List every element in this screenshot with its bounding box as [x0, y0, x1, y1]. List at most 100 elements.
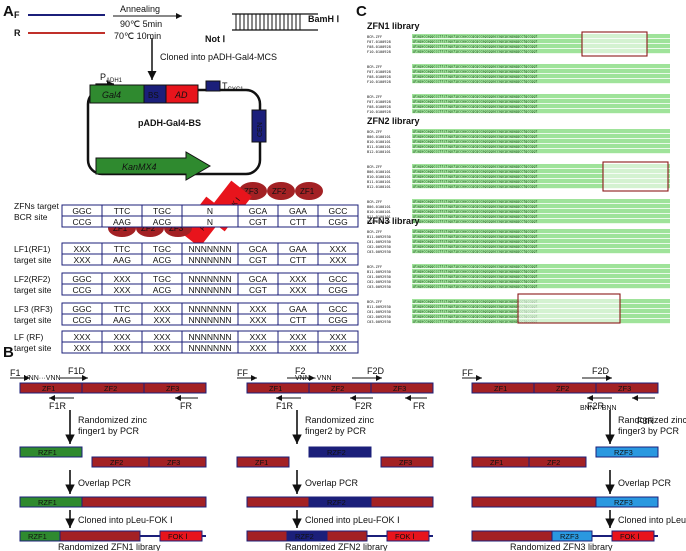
seq-cell: GGC [72, 304, 91, 314]
svg-text:FR: FR [413, 401, 425, 411]
library-caption: Randomized ZFN2 library [285, 542, 388, 551]
seq-id: B10-0100101 [367, 175, 391, 179]
library-caption: Randomized ZFN1 library [58, 542, 161, 551]
library-title: ZFN2 library [367, 116, 420, 126]
aligned-seq [412, 209, 670, 214]
aligned-seq [412, 214, 670, 219]
aligned-seq [412, 199, 670, 204]
ad-label: AD [174, 90, 188, 100]
seq-cell: CCG [73, 285, 92, 295]
variable-region-box [602, 161, 669, 192]
seq-text: gtagaccaggcccttctagctgccaacccgcgccagcgga… [413, 265, 538, 269]
seq-cell: XXX [289, 343, 306, 353]
seq-cell: GAA [289, 304, 307, 314]
aligned-seq [412, 94, 670, 99]
seq-id: B10-0100101 [367, 210, 391, 214]
aligned-seq [412, 129, 670, 134]
seq-cell: CTT [290, 217, 307, 227]
zfn-protein-top: ZF3 ZF2 ZF1 [239, 182, 323, 200]
seq-id: B12-0100101 [367, 220, 391, 224]
seq-cell: TTC [114, 244, 131, 254]
seq-cell: TGC [153, 244, 171, 254]
seq-text: gtagaccaggcccttctagctgccaacccgcgccagcgga… [413, 270, 538, 274]
seq-id: BCR-ZFF [367, 65, 382, 69]
panel-a-label: A [3, 3, 14, 20]
seq-cell: XXX [73, 332, 90, 342]
aligned-seq [412, 134, 670, 139]
seq-id: B11-0092930 [367, 235, 391, 239]
tcyc-box [205, 80, 221, 92]
svg-text:ZF2: ZF2 [110, 458, 123, 467]
target-site-grid: GGCCCGTTCAAGTGCACGNNGCACGTGAACTTGCCCGGLF… [14, 204, 359, 354]
seq-cell: XXX [329, 255, 346, 265]
seq-cell: TGC [153, 206, 171, 216]
svg-text:ZF2: ZF2 [141, 224, 156, 233]
aligned-seq [412, 109, 670, 114]
svg-text:F2D: F2D [367, 366, 385, 376]
ad-box [165, 84, 199, 104]
svg-text:ZF1: ZF1 [494, 384, 507, 393]
aligned-seq [412, 69, 670, 74]
lf-target-row: XXXXXXTTCAAGTGCACGNNNNNNNNNNNNNNGCACGTGA… [61, 242, 359, 266]
aligned-seq [412, 79, 670, 84]
cond2: 70℃ 10min [114, 31, 161, 41]
seq-text: gtagaccaggcccttctagctgccaacccgcgccagcgga… [413, 245, 538, 249]
seq-id: B11-0100101 [367, 180, 391, 184]
svg-text:ZF3: ZF3 [169, 224, 184, 233]
fok-box [611, 530, 655, 542]
panel-b-label: B [3, 344, 14, 361]
seq-text: gtagaccaggcccttctagctgccaacccgcgccagcgga… [413, 275, 538, 279]
svg-text:ZF2: ZF2 [272, 187, 287, 196]
aligned-seq [412, 234, 670, 239]
seq-text: gtagaccaggcccttctagctgccaacccgcgccagcgga… [413, 315, 538, 319]
step-text: Overlap PCR [618, 478, 672, 488]
svg-text:ZF2: ZF2 [104, 384, 117, 393]
svg-text:RZF1: RZF1 [38, 448, 57, 457]
lf-row-sublabel: target site [14, 343, 52, 353]
rzf-fragment [595, 446, 659, 458]
svg-text:RZF2: RZF2 [295, 532, 314, 541]
seq-cell: CGG [328, 217, 347, 227]
lf-row-sublabel: target site [14, 315, 52, 325]
seq-cell: N [207, 217, 213, 227]
seq-text: gtagaccaggcccttctagctgccaacccgcgccagcgga… [413, 180, 538, 184]
svg-text:ZF1: ZF1 [113, 224, 128, 233]
svg-text:ZF3: ZF3 [618, 384, 631, 393]
seq-text: gtagaccaggcccttctagctgccaacccgcgccagcgga… [413, 110, 538, 114]
seq-cell: XXX [289, 274, 306, 284]
svg-text:ZF1: ZF1 [300, 187, 315, 196]
lf-target-row: GGCCCGTTCAAGXXXXXXNNNNNNNNNNNNNNXXXXXXGA… [61, 302, 359, 326]
aligned-seq [412, 264, 670, 269]
aligned-seq [412, 34, 670, 39]
tcyc-label: T [222, 81, 228, 91]
svg-text:ZF2: ZF2 [331, 384, 344, 393]
lf-row-label: LF3 (RF3) [14, 304, 53, 314]
seq-text: gtagaccaggcccttctagctgccaacccgcgccagcgga… [413, 165, 538, 169]
svg-text:PADH1: PADH1 [100, 72, 123, 84]
svg-text:ZF2: ZF2 [556, 384, 569, 393]
primer-label: F1D [68, 366, 86, 376]
seq-id: F07-0100928 [367, 70, 391, 74]
aligned-seq [412, 249, 670, 254]
seq-text: gtagaccaggcccttctagctgccaacccgcgccagcgga… [413, 300, 538, 304]
step-text: Overlap PCR [78, 478, 132, 488]
svg-text:RZF3: RZF3 [560, 532, 579, 541]
library-title: ZFN3 library [367, 216, 420, 226]
step-text: Cloned into pLeu-FOK Ⅰ [618, 515, 686, 525]
seq-cell: TTC [114, 206, 131, 216]
seq-cell: XXX [73, 343, 90, 353]
seq-cell: XXX [113, 285, 130, 295]
seq-cell: XXX [329, 244, 346, 254]
plasmid-map: PADH1 Gal4 BS AD TCYC1 CEN pADH-Gal4-BS … [86, 72, 267, 181]
annealing-label: Annealing [120, 4, 160, 14]
fok-box [386, 530, 430, 542]
seq-cell: N [207, 206, 213, 216]
seq-id: BCR-ZFF [367, 200, 382, 204]
seq-cell: GCC [329, 206, 348, 216]
svg-text:FOK Ⅰ: FOK Ⅰ [395, 532, 415, 541]
seq-cell: XXX [153, 315, 170, 325]
seq-cell: TTC [114, 304, 131, 314]
aligned-seq [412, 44, 670, 49]
